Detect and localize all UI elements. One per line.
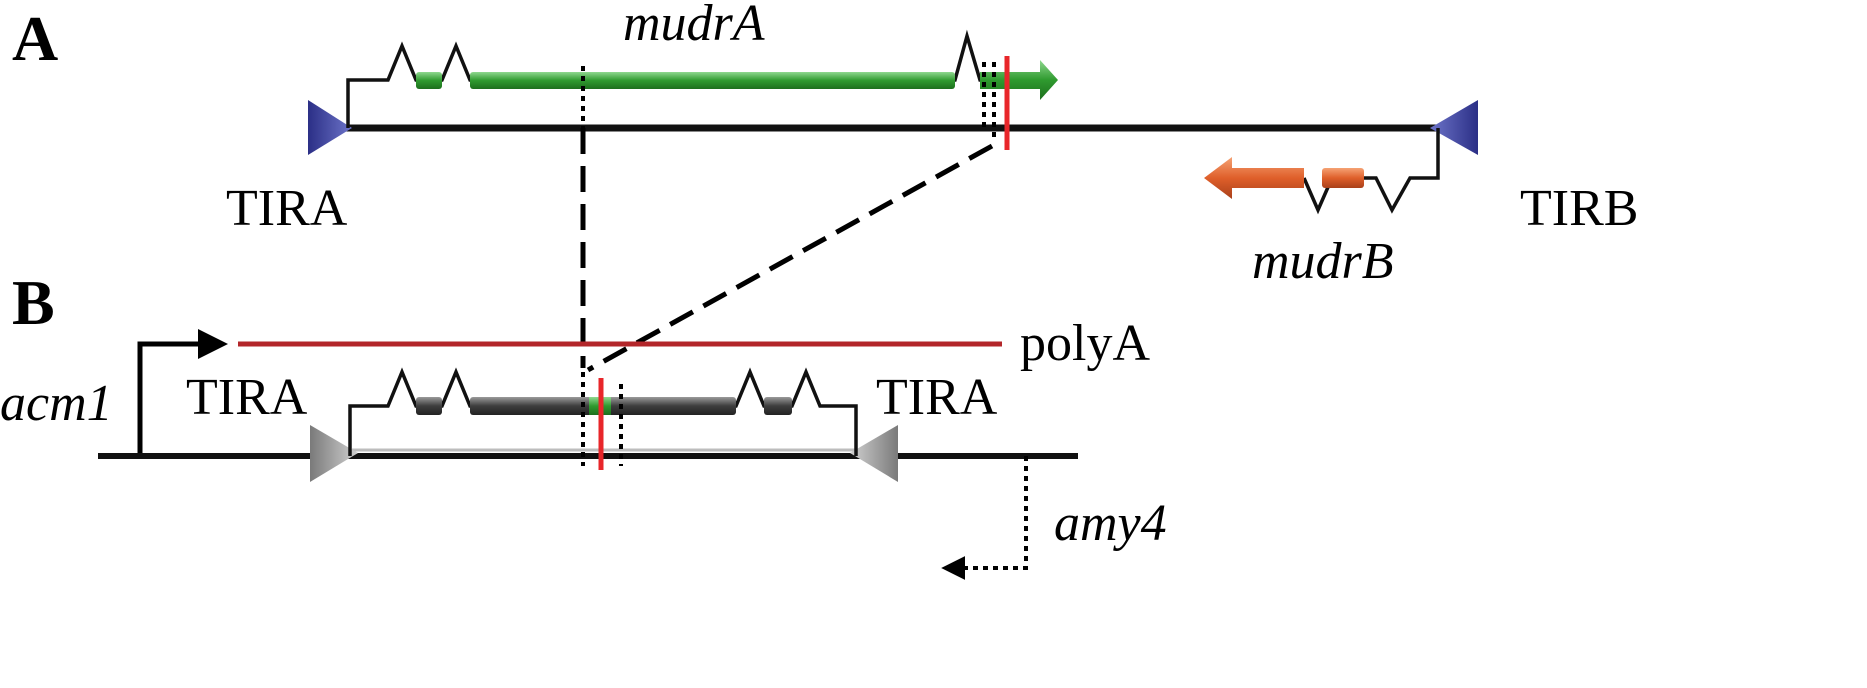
panel-b-label: B xyxy=(12,267,55,338)
amy4-label: amy4 xyxy=(1054,495,1167,552)
tira-left-triangle-b xyxy=(310,425,358,482)
tir-b-right-triangle xyxy=(1430,100,1478,155)
panel-a-label: A xyxy=(12,3,58,74)
tira-label-a: TIRA xyxy=(226,180,348,237)
mudra-exon-1 xyxy=(416,72,442,89)
panel-b: B polyA acm1 TIRA TIRA amy4 xyxy=(0,267,1167,580)
polya-label: polyA xyxy=(1020,315,1150,372)
mudrb-label: mudrB xyxy=(1252,233,1394,290)
mudra-exon-2 xyxy=(470,72,955,89)
mudra-gene-structure xyxy=(346,29,998,128)
amy4-readout-arrow xyxy=(941,456,1028,580)
tir-a-left-triangle xyxy=(308,100,352,155)
mudrb-exon-2 xyxy=(1322,168,1364,188)
tira-label-b-right: TIRA xyxy=(876,369,998,426)
tira-right-triangle-b xyxy=(850,425,898,482)
mudra-exon-3-arrow xyxy=(980,60,1058,100)
panel-b-exon-3 xyxy=(764,397,792,415)
mudrb-exon-1-arrow xyxy=(1204,157,1304,199)
mudrb-gene-structure xyxy=(1302,128,1440,215)
panel-b-exon-1 xyxy=(416,397,442,415)
mudra-label: mudrA xyxy=(623,0,765,52)
tira-label-b-left: TIRA xyxy=(186,369,308,426)
panel-a: A mudrA TIRA TIRB mudrB xyxy=(12,0,1638,290)
connector-diagonal-dashed xyxy=(586,143,994,373)
acm1-label: acm1 xyxy=(0,375,113,432)
tirb-label-a: TIRB xyxy=(1520,180,1638,237)
acm1-promoter-arrow xyxy=(137,329,228,456)
